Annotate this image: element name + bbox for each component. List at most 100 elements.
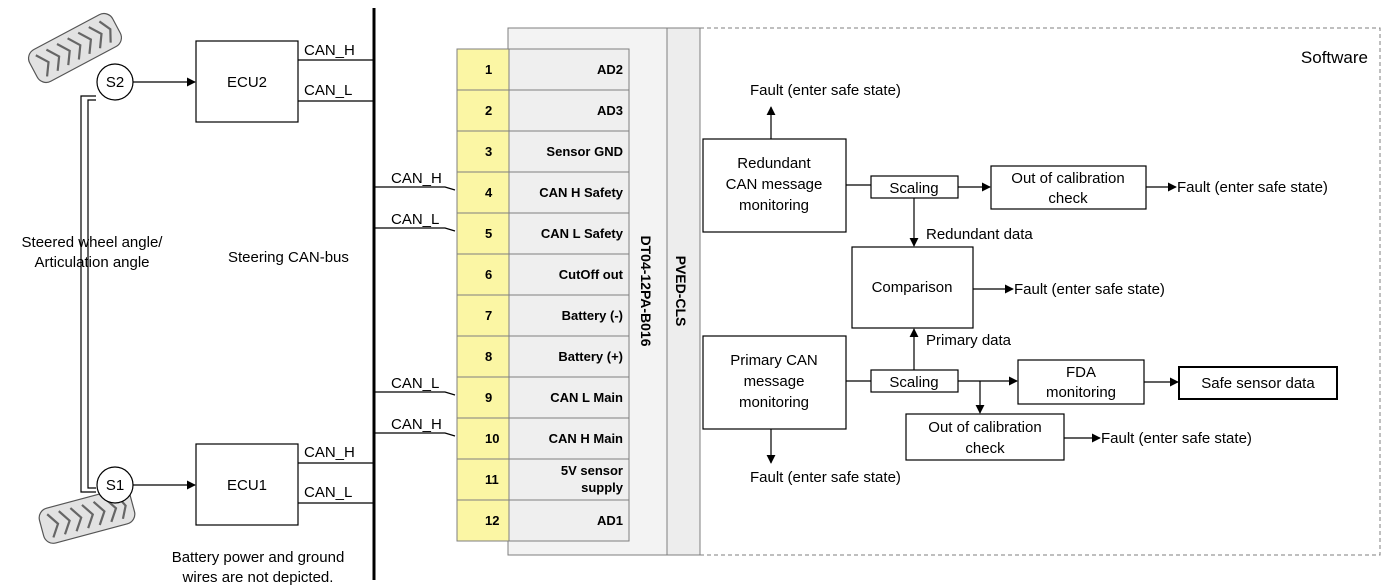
ecu1-label: ECU1 bbox=[227, 477, 267, 494]
pin-number: 10 bbox=[485, 431, 499, 446]
device-strip bbox=[666, 27, 701, 556]
primary-data-label: Primary data bbox=[926, 332, 1012, 349]
fault-bottom-label: Fault (enter safe state) bbox=[750, 469, 901, 486]
pin-label: AD2 bbox=[597, 62, 623, 77]
linkage-line-right bbox=[87, 99, 96, 489]
fault-calib-top-label: Fault (enter safe state) bbox=[1177, 179, 1328, 196]
connector-name: DT04-12PA-B016 bbox=[638, 235, 654, 346]
calib-bottom-line1: Out of calibration bbox=[928, 419, 1041, 436]
pin-label: AD3 bbox=[597, 103, 623, 118]
pin-label-cell bbox=[508, 212, 630, 255]
ecu2-can-h-label: CAN_H bbox=[304, 42, 355, 59]
pin-number: 4 bbox=[485, 185, 493, 200]
battery-note-line1: Battery power and ground bbox=[172, 549, 345, 566]
pin-number: 7 bbox=[485, 308, 492, 323]
pin-label-cell bbox=[508, 335, 630, 378]
pin-label: Sensor GND bbox=[546, 144, 623, 159]
tire-top-icon bbox=[27, 12, 123, 84]
pin-label: CAN L Main bbox=[550, 390, 623, 405]
comparison-label: Comparison bbox=[872, 279, 953, 296]
pin-number-cell bbox=[456, 212, 510, 255]
pin-number-cell bbox=[456, 294, 510, 337]
pin4-can-h-wire bbox=[374, 186, 456, 191]
software-label: Software bbox=[1301, 48, 1368, 67]
pin5-can-l-label: CAN_L bbox=[391, 211, 439, 228]
pin9-can-l-label: CAN_L bbox=[391, 375, 439, 392]
pin-label-cell bbox=[508, 294, 630, 337]
pin-label-cell bbox=[508, 130, 630, 173]
calib-top-box bbox=[990, 165, 1147, 210]
sensor-s2-label: S2 bbox=[106, 74, 124, 91]
pin-number-cell bbox=[456, 335, 510, 378]
pin-number: 12 bbox=[485, 513, 499, 528]
primary-monitor-box bbox=[702, 335, 847, 430]
fault-calib-bottom-label: Fault (enter safe state) bbox=[1101, 430, 1252, 447]
pin-number-cell bbox=[456, 171, 510, 214]
pin-label-cell bbox=[508, 376, 630, 419]
pin-label-cell bbox=[508, 499, 630, 542]
pin-number: 2 bbox=[485, 103, 492, 118]
calib-bottom-line2: check bbox=[965, 440, 1005, 457]
pin-number-cell bbox=[456, 417, 510, 460]
pin-label-line: supply bbox=[581, 480, 624, 495]
pin-label-cell bbox=[508, 171, 630, 214]
pin10-can-h-wire bbox=[374, 432, 456, 437]
pin-label-cell bbox=[508, 458, 630, 501]
battery-note-line2: wires are not depicted. bbox=[182, 569, 334, 586]
pin9-can-l-wire bbox=[374, 391, 456, 396]
sensor-s1-label: S1 bbox=[106, 477, 124, 494]
calib-top-line2: check bbox=[1048, 190, 1088, 207]
redundant-monitor-line2: CAN message bbox=[726, 176, 823, 193]
pin-table: 1 AD2 2 AD3 3 Sensor GND 4 CAN H Safety 5 CAN L S… bbox=[456, 48, 630, 542]
safe-sensor-label: Safe sensor data bbox=[1201, 375, 1315, 392]
redundant-monitor-line1: Redundant bbox=[737, 155, 811, 172]
pin-number: 3 bbox=[485, 144, 492, 159]
pin-number-cell bbox=[456, 48, 510, 91]
pin-label: Battery (-) bbox=[562, 308, 623, 323]
pin-number: 11 bbox=[485, 472, 499, 487]
angle-label-line1: Steered wheel angle/ bbox=[22, 234, 164, 251]
pin10-can-h-label: CAN_H bbox=[391, 416, 442, 433]
pin-number: 5 bbox=[485, 226, 492, 241]
ecu2-can-l-label: CAN_L bbox=[304, 82, 352, 99]
steering-bus-label: Steering CAN-bus bbox=[228, 249, 349, 266]
ecu1-box bbox=[195, 443, 299, 526]
angle-label-line2: Articulation angle bbox=[34, 254, 149, 271]
linkage-line-left bbox=[80, 95, 96, 493]
pin-label: Battery (+) bbox=[558, 349, 623, 364]
pin-label-line: 5V sensor bbox=[561, 463, 623, 478]
pin-number-cell bbox=[456, 376, 510, 419]
primary-monitor-line3: monitoring bbox=[739, 394, 809, 411]
pin-number-cell bbox=[456, 130, 510, 173]
scaling-top-label: Scaling bbox=[889, 180, 938, 197]
pin-label-cell bbox=[508, 253, 630, 296]
pin-number: 1 bbox=[485, 62, 492, 77]
comparison-box bbox=[851, 246, 974, 329]
pin-number-cell bbox=[456, 458, 510, 501]
scaling-bottom-label: Scaling bbox=[889, 374, 938, 391]
safe-sensor-box bbox=[1178, 366, 1338, 400]
pin-label: CutOff out bbox=[559, 267, 624, 282]
pin-number-cell bbox=[456, 499, 510, 542]
fault-comparison-label: Fault (enter safe state) bbox=[1014, 281, 1165, 298]
pin-number-cell bbox=[456, 89, 510, 132]
fda-line2: monitoring bbox=[1046, 384, 1116, 401]
pin-number: 6 bbox=[485, 267, 492, 282]
redundant-data-label: Redundant data bbox=[926, 226, 1033, 243]
redundant-monitor-line3: monitoring bbox=[739, 197, 809, 214]
fda-line1: FDA bbox=[1066, 364, 1096, 381]
calib-top-line1: Out of calibration bbox=[1011, 170, 1124, 187]
fault-top-label: Fault (enter safe state) bbox=[750, 82, 901, 99]
pin-number: 9 bbox=[485, 390, 492, 405]
pin-label: CAN L Safety bbox=[541, 226, 624, 241]
primary-monitor-line2: message bbox=[744, 373, 805, 390]
pin-number: 8 bbox=[485, 349, 492, 364]
pin-label: AD1 bbox=[597, 513, 623, 528]
pin4-can-h-label: CAN_H bbox=[391, 170, 442, 187]
pin-label: CAN H Safety bbox=[539, 185, 624, 200]
pin-number-cell bbox=[456, 253, 510, 296]
ecu2-box bbox=[195, 40, 299, 123]
ecu1-can-h-label: CAN_H bbox=[304, 444, 355, 461]
calib-bottom-box bbox=[905, 413, 1065, 461]
